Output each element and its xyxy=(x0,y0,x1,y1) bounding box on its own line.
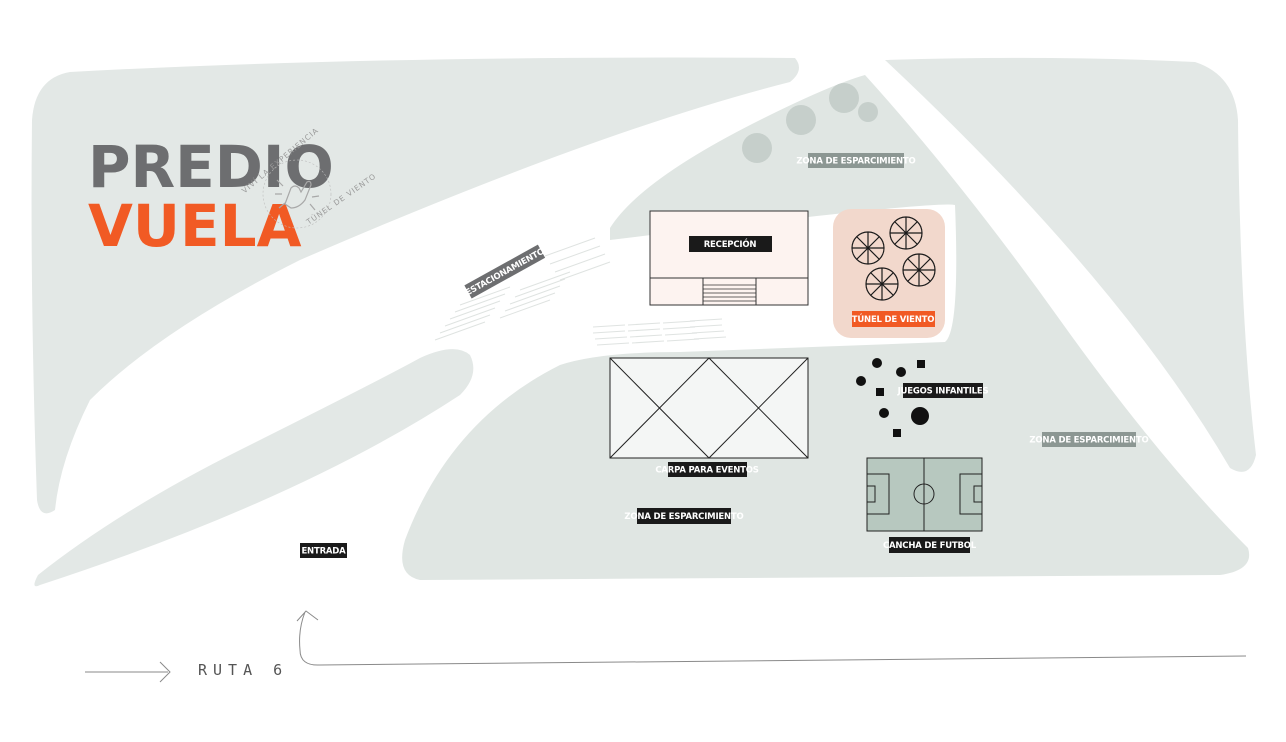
label-zona-bottom-text: ZONA DE ESPARCIMIENTO xyxy=(624,512,743,522)
playground-icons xyxy=(856,358,929,437)
soccer-field xyxy=(866,457,983,532)
fan-icon xyxy=(851,231,885,265)
label-recepcion: RECEPCIÓN xyxy=(689,236,772,252)
road-direction-arrow-icon xyxy=(85,661,171,683)
label-zona-bottom: ZONA DE ESPARCIMIENTO xyxy=(624,508,744,524)
left-ground-area xyxy=(31,57,800,514)
parking-stripes xyxy=(434,237,727,346)
label-zona-top-text: ZONA DE ESPARCIMIENTO xyxy=(796,157,915,167)
fan-icon xyxy=(865,267,899,301)
label-zona-right: ZONA DE ESPARCIMIENTO xyxy=(1029,432,1149,447)
label-carpa: CARPA PARA EVENTOS xyxy=(655,462,759,477)
label-zona-right-text: ZONA DE ESPARCIMIENTO xyxy=(1029,436,1148,446)
events-tent xyxy=(609,357,809,459)
label-tunel: TÚNEL DE VIENTO xyxy=(852,311,935,327)
label-cancha-text: CANCHA DE FUTBOL xyxy=(883,541,977,551)
road-line xyxy=(319,655,1247,666)
label-carpa-text: CARPA PARA EVENTOS xyxy=(655,466,758,476)
label-juegos-text: JUEGOS INFANTILES xyxy=(897,387,989,397)
reception-building xyxy=(649,210,809,306)
label-cancha: CANCHA DE FUTBOL xyxy=(883,537,977,553)
tree xyxy=(742,133,772,163)
label-zona-top: ZONA DE ESPARCIMIENTO xyxy=(796,153,916,168)
label-entrada: ENTRADA xyxy=(300,543,347,558)
label-recepcion-text: RECEPCIÓN xyxy=(704,238,757,250)
road-label: RUTA 6 xyxy=(198,661,288,679)
label-juegos: JUEGOS INFANTILES xyxy=(897,383,989,398)
label-tunel-text: TÚNEL DE VIENTO xyxy=(852,313,935,325)
title-line2: VUELA xyxy=(88,192,302,260)
tree xyxy=(858,102,878,122)
fan-icon xyxy=(889,216,923,250)
fan-icon xyxy=(902,253,936,287)
label-estacionamiento: ESTACIONAMIENTO xyxy=(464,244,546,299)
title-line1: PREDIO xyxy=(88,133,334,201)
entry-arrow-icon xyxy=(296,610,321,666)
tree xyxy=(829,83,859,113)
left-lower-area xyxy=(34,349,474,587)
tree xyxy=(786,105,816,135)
right-ground-area xyxy=(885,57,1256,472)
hand-sign-icon xyxy=(275,179,320,211)
label-entrada-text: ENTRADA xyxy=(301,547,346,557)
